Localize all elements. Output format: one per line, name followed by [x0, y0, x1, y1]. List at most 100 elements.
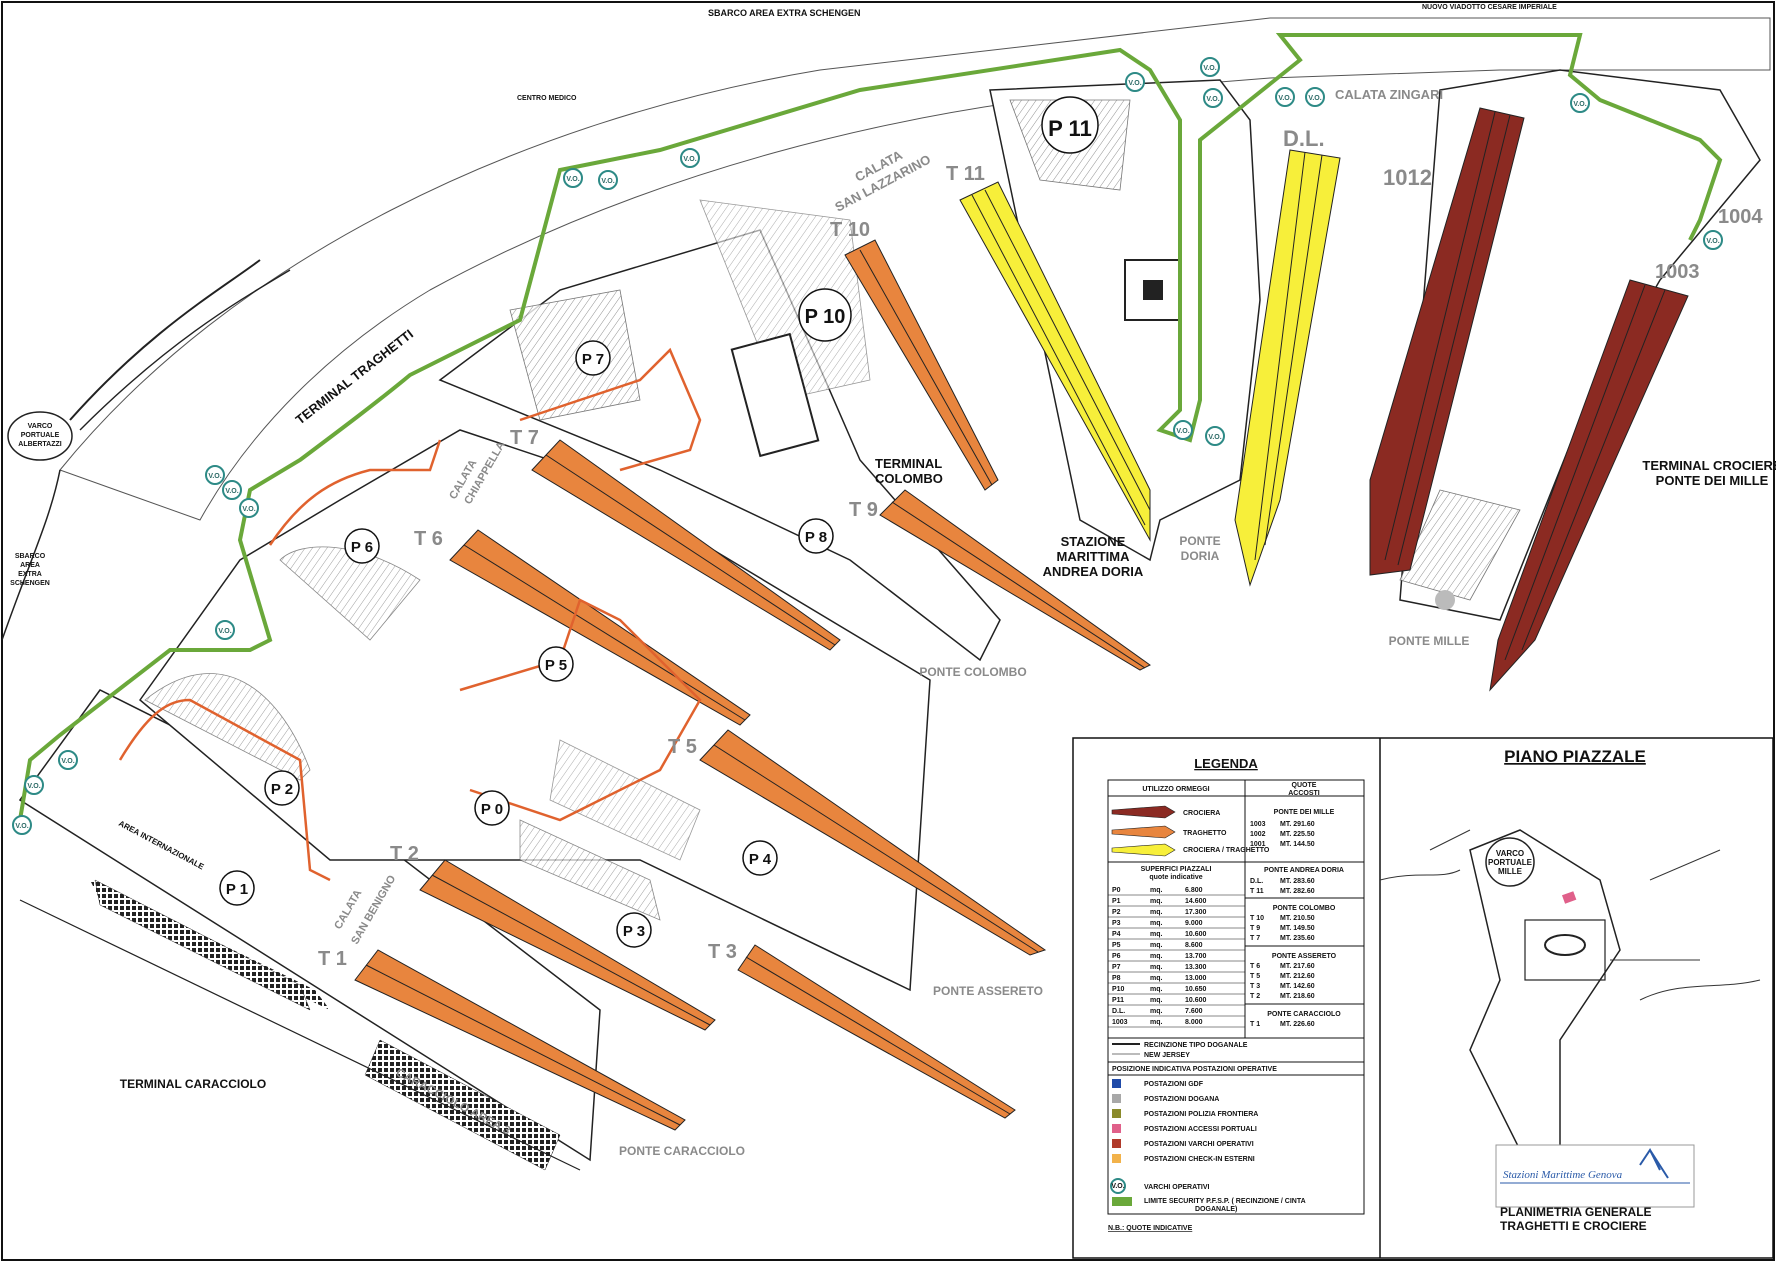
svg-text:SBARCO AREA EXTRA SCHENGEN: SBARCO AREA EXTRA SCHENGEN	[708, 8, 861, 18]
svg-text:AREA: AREA	[20, 562, 40, 569]
svg-text:P 2: P 2	[271, 781, 293, 798]
svg-text:1002: 1002	[1250, 831, 1266, 838]
area-circles: P 11 P 10 P 7 P 6 P 5 P 8 P 2 P 0 P 4 P …	[219, 96, 1099, 948]
sup-cell: P3	[1112, 920, 1121, 927]
svg-text:TERMINAL: TERMINAL	[875, 456, 942, 471]
svg-text:T 11: T 11	[1250, 888, 1264, 895]
sup-cell: mq.	[1150, 931, 1163, 938]
ships	[354, 107, 1689, 1131]
sup-cell: mq.	[1150, 953, 1163, 960]
vo-marker: V.O.	[1205, 426, 1225, 446]
pos-swatch	[1112, 1094, 1121, 1103]
svg-text:PONTE COLOMBO: PONTE COLOMBO	[1273, 905, 1336, 912]
area-p3: P 3	[616, 912, 652, 948]
sup-cell: P7	[1112, 964, 1121, 971]
svg-text:V.O.: V.O.	[1573, 101, 1586, 108]
ship-t5	[699, 729, 1047, 956]
svg-text:VARCO: VARCO	[28, 423, 53, 430]
svg-text:MT. 291.60: MT. 291.60	[1280, 821, 1315, 828]
svg-text:SUPERFICI PIAZZALI: SUPERFICI PIAZZALI	[1141, 866, 1212, 873]
sup-cell: 10.600	[1185, 931, 1207, 938]
pos-label: POSTAZIONI DOGANA	[1144, 1096, 1219, 1103]
vo-marker: V.O.	[1173, 420, 1193, 440]
sup-cell: mq.	[1150, 964, 1163, 971]
svg-text:P 10: P 10	[805, 306, 846, 328]
sup-cell: P8	[1112, 975, 1121, 982]
svg-text:Stazioni Marittime Genova: Stazioni Marittime Genova	[1503, 1169, 1623, 1181]
svg-text:T 1: T 1	[1250, 1021, 1260, 1028]
pos-label: POSTAZIONI POLIZIA FRONTIERA	[1144, 1111, 1258, 1118]
svg-text:MT. 217.60: MT. 217.60	[1280, 963, 1315, 970]
svg-text:CROCIERA / TRAGHETTO: CROCIERA / TRAGHETTO	[1183, 847, 1270, 854]
svg-text:QUOTE: QUOTE	[1292, 782, 1317, 789]
pos-swatch	[1112, 1154, 1121, 1163]
svg-text:DORIA: DORIA	[1181, 549, 1220, 563]
vo-marker: V.O.	[1305, 87, 1325, 107]
svg-text:CENTRO MEDICO: CENTRO MEDICO	[517, 95, 577, 102]
svg-text:RECINZIONE TIPO DOGANALE: RECINZIONE TIPO DOGANALE	[1144, 1042, 1248, 1049]
sup-cell: 13.700	[1185, 953, 1207, 960]
svg-text:PIANO PIAZZALE: PIANO PIAZZALE	[1504, 747, 1646, 766]
pos-label: POSTAZIONI CHECK-IN ESTERNI	[1144, 1156, 1255, 1163]
svg-text:1003: 1003	[1655, 261, 1700, 283]
vo-marker: V.O.	[680, 148, 700, 168]
svg-text:UTILIZZO ORMEGGI: UTILIZZO ORMEGGI	[1142, 786, 1209, 793]
svg-text:PONTE ANDREA DORIA: PONTE ANDREA DORIA	[1264, 867, 1344, 874]
svg-text:PLANIMETRIA GENERALE: PLANIMETRIA GENERALE	[1500, 1205, 1652, 1219]
svg-text:T 1: T 1	[318, 948, 347, 970]
svg-text:TRAGHETTI E CROCIERE: TRAGHETTI E CROCIERE	[1500, 1219, 1647, 1233]
svg-text:PONTE DEI MILLE: PONTE DEI MILLE	[1656, 473, 1769, 488]
svg-text:V.O.: V.O.	[15, 823, 28, 830]
svg-text:TRAGHETTO: TRAGHETTO	[1183, 830, 1227, 837]
sup-cell: 14.600	[1185, 898, 1207, 905]
sup-cell: P11	[1112, 997, 1124, 1004]
svg-text:PORTUALE: PORTUALE	[21, 432, 60, 439]
svg-text:P 7: P 7	[582, 351, 604, 368]
sup-cell: P0	[1112, 887, 1121, 894]
svg-text:P 1: P 1	[226, 881, 248, 898]
sup-cell: 13.000	[1185, 975, 1207, 982]
svg-text:T 6: T 6	[414, 528, 443, 550]
svg-text:V.O.: V.O.	[1278, 95, 1291, 102]
svg-text:P 4: P 4	[749, 851, 772, 868]
svg-text:SBARCO: SBARCO	[15, 553, 46, 560]
svg-text:TERMINAL CROCIERE: TERMINAL CROCIERE	[1642, 458, 1776, 473]
sup-cell: 13.300	[1185, 964, 1207, 971]
svg-text:PONTE MILLE: PONTE MILLE	[1389, 634, 1470, 648]
svg-text:MT. 212.60: MT. 212.60	[1280, 973, 1315, 980]
svg-text:MT. 283.60: MT. 283.60	[1280, 878, 1315, 885]
svg-text:V.O.: V.O.	[601, 178, 614, 185]
vo-marker: V.O.	[239, 498, 259, 518]
svg-text:T 9: T 9	[849, 499, 878, 521]
svg-text:V.O.: V.O.	[1203, 65, 1216, 72]
svg-text:T 5: T 5	[1250, 973, 1260, 980]
svg-text:V.O.: V.O.	[683, 156, 696, 163]
ship-1003	[1489, 279, 1689, 692]
area-p4: P 4	[742, 840, 778, 876]
svg-text:T 10: T 10	[830, 219, 870, 241]
svg-text:MT. 225.50: MT. 225.50	[1280, 831, 1315, 838]
land-base	[1, 17, 1771, 641]
svg-text:V.O.: V.O.	[225, 488, 238, 495]
svg-text:MT. 282.60: MT. 282.60	[1280, 888, 1315, 895]
svg-text:P 8: P 8	[805, 529, 827, 546]
vo-marker: V.O.	[12, 815, 32, 835]
svg-text:1003: 1003	[1250, 821, 1266, 828]
area-p0: P 0	[474, 790, 510, 826]
svg-text:PONTE ASSERETO: PONTE ASSERETO	[1272, 953, 1337, 960]
svg-text:ANDREA DORIA: ANDREA DORIA	[1043, 564, 1144, 579]
area-p10: P 10	[798, 288, 852, 342]
svg-text:T 7: T 7	[510, 427, 539, 449]
ship-t3	[737, 944, 1016, 1119]
svg-text:V.O.: V.O.	[1208, 434, 1221, 441]
svg-text:VARCHI OPERATIVI: VARCHI OPERATIVI	[1144, 1184, 1210, 1191]
sup-cell: mq.	[1150, 1019, 1163, 1026]
svg-text:V.O.: V.O.	[1706, 238, 1719, 245]
svg-text:PORTUALE: PORTUALE	[1488, 858, 1533, 867]
svg-text:D.L.: D.L.	[1250, 878, 1263, 885]
sup-cell: mq.	[1150, 942, 1163, 949]
svg-text:T 3: T 3	[1250, 983, 1260, 990]
svg-text:PONTE ASSERETO: PONTE ASSERETO	[933, 984, 1043, 998]
vo-marker: V.O.	[24, 775, 44, 795]
sup-cell: mq.	[1150, 920, 1163, 927]
